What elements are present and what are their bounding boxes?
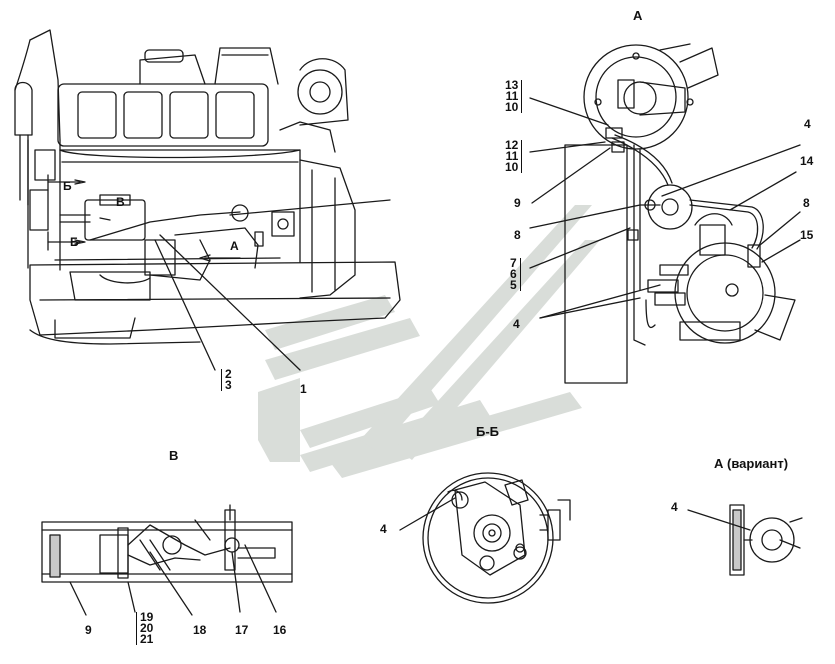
view-v [41, 504, 293, 616]
callout-v-18: 18 [193, 623, 207, 637]
callout-8-left: 8 [514, 228, 521, 242]
callout-4-top: 4 [804, 117, 811, 131]
callout-1: 1 [300, 382, 307, 396]
view-a-title: А [633, 8, 643, 23]
view-a-variant [687, 504, 803, 576]
callout-bb-4: 4 [380, 522, 387, 536]
section-mark-v: В [116, 195, 125, 209]
section-mark-b-upper: Б [63, 179, 72, 193]
callout-15: 15 [800, 228, 814, 242]
view-a [529, 43, 801, 384]
view-a-variant-title: А (вариант) [714, 456, 789, 471]
callout-8-right: 8 [803, 196, 810, 210]
section-mark-a: А [230, 239, 239, 253]
section-mark-b-lower: Б [70, 235, 79, 249]
engine-side-view [14, 29, 401, 371]
callout-4-bottom: 4 [513, 317, 520, 331]
view-bb [399, 472, 571, 604]
callout-variant-4: 4 [671, 500, 678, 514]
callout-v-16: 16 [273, 623, 287, 637]
view-bb-title: Б-Б [476, 424, 500, 439]
watermark-logo [258, 205, 600, 478]
callout-v-9: 9 [85, 623, 92, 637]
callout-9: 9 [514, 196, 521, 210]
view-v-title: В [169, 448, 179, 463]
callout-14: 14 [800, 154, 814, 168]
callout-v-17: 17 [235, 623, 249, 637]
